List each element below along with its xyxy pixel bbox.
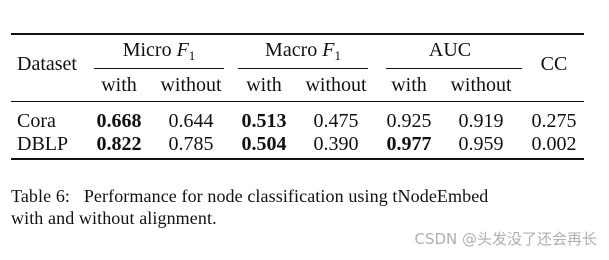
subheader-micro-with: with (101, 74, 137, 96)
row-cora-macro-with: 0.513 (241, 110, 287, 132)
table-caption: Table 6: Performance for node classifica… (11, 185, 601, 229)
row-cora-auc-with: 0.925 (386, 110, 432, 132)
caption-line-1: Table 6: Performance for node classifica… (11, 186, 489, 206)
subheader-macro-without: without (305, 74, 367, 96)
header-rule (11, 101, 584, 102)
auc-group-rule (386, 68, 522, 69)
row-dblp-macro-without: 0.390 (313, 133, 359, 155)
subheader-macro-with: with (246, 74, 282, 96)
micro-group-rule (94, 68, 224, 69)
subheader-auc-with: with (391, 74, 427, 96)
row-cora-micro-without: 0.644 (168, 110, 214, 132)
auc-header: AUC (428, 39, 472, 61)
micro-label: Micro (122, 39, 172, 61)
subheader-auc-without: without (450, 74, 512, 96)
row-dblp-micro-with: 0.822 (96, 133, 142, 155)
micro-f1-header: Micro F1 (123, 38, 196, 68)
row-dblp-cc: 0.002 (531, 133, 577, 155)
row-cora-auc-without: 0.919 (458, 110, 504, 132)
cc-header: CC (540, 53, 568, 75)
row-cora-dataset: Cora (17, 110, 56, 132)
bottom-rule (11, 158, 584, 160)
row-cora-macro-without: 0.475 (313, 110, 359, 132)
macro-group-rule (238, 68, 368, 69)
dataset-header: Dataset (17, 53, 77, 75)
macro-var: F (322, 39, 335, 61)
row-dblp-dataset: DBLP (17, 133, 69, 155)
row-cora-cc: 0.275 (531, 110, 577, 132)
macro-label: Macro (265, 39, 318, 61)
row-dblp-auc-without: 0.959 (458, 133, 504, 155)
macro-sub: 1 (334, 48, 341, 63)
top-rule (11, 33, 584, 35)
row-dblp-auc-with: 0.977 (386, 133, 432, 155)
macro-f1-header: Macro F1 (265, 38, 341, 68)
micro-var: F (176, 39, 189, 61)
micro-sub: 1 (188, 48, 196, 63)
subheader-micro-without: without (160, 74, 222, 96)
row-dblp-macro-with: 0.504 (241, 133, 287, 155)
row-dblp-micro-without: 0.785 (168, 133, 214, 155)
caption-line-2: with and without alignment. (11, 208, 217, 228)
row-cora-micro-with: 0.668 (96, 110, 142, 132)
watermark-text: CSDN @头发没了还会再长 (414, 230, 597, 248)
